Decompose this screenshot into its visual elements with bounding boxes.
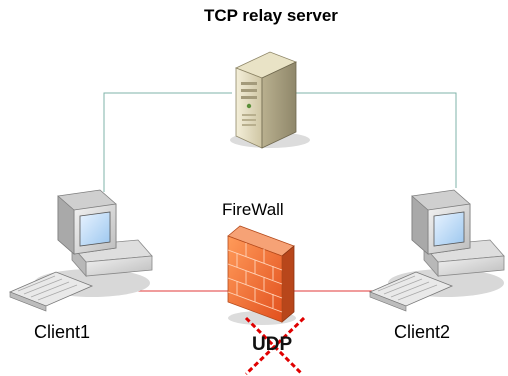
client2-label: Client2 bbox=[394, 322, 451, 342]
blocked-x-icon bbox=[244, 316, 306, 376]
tcp-link-client1 bbox=[103, 92, 232, 192]
server-icon bbox=[230, 51, 310, 149]
client2-computer-icon bbox=[368, 189, 505, 312]
tcp-connection-lines bbox=[103, 92, 457, 192]
firewall-label: FireWall bbox=[222, 200, 284, 219]
udp-label: UDP bbox=[252, 334, 293, 355]
client1-label: Client1 bbox=[34, 322, 91, 342]
diagram-title: TCP relay server bbox=[204, 6, 338, 25]
client1-computer-icon bbox=[8, 189, 153, 312]
firewall-icon bbox=[227, 225, 296, 325]
tcp-link-client2 bbox=[291, 92, 457, 188]
